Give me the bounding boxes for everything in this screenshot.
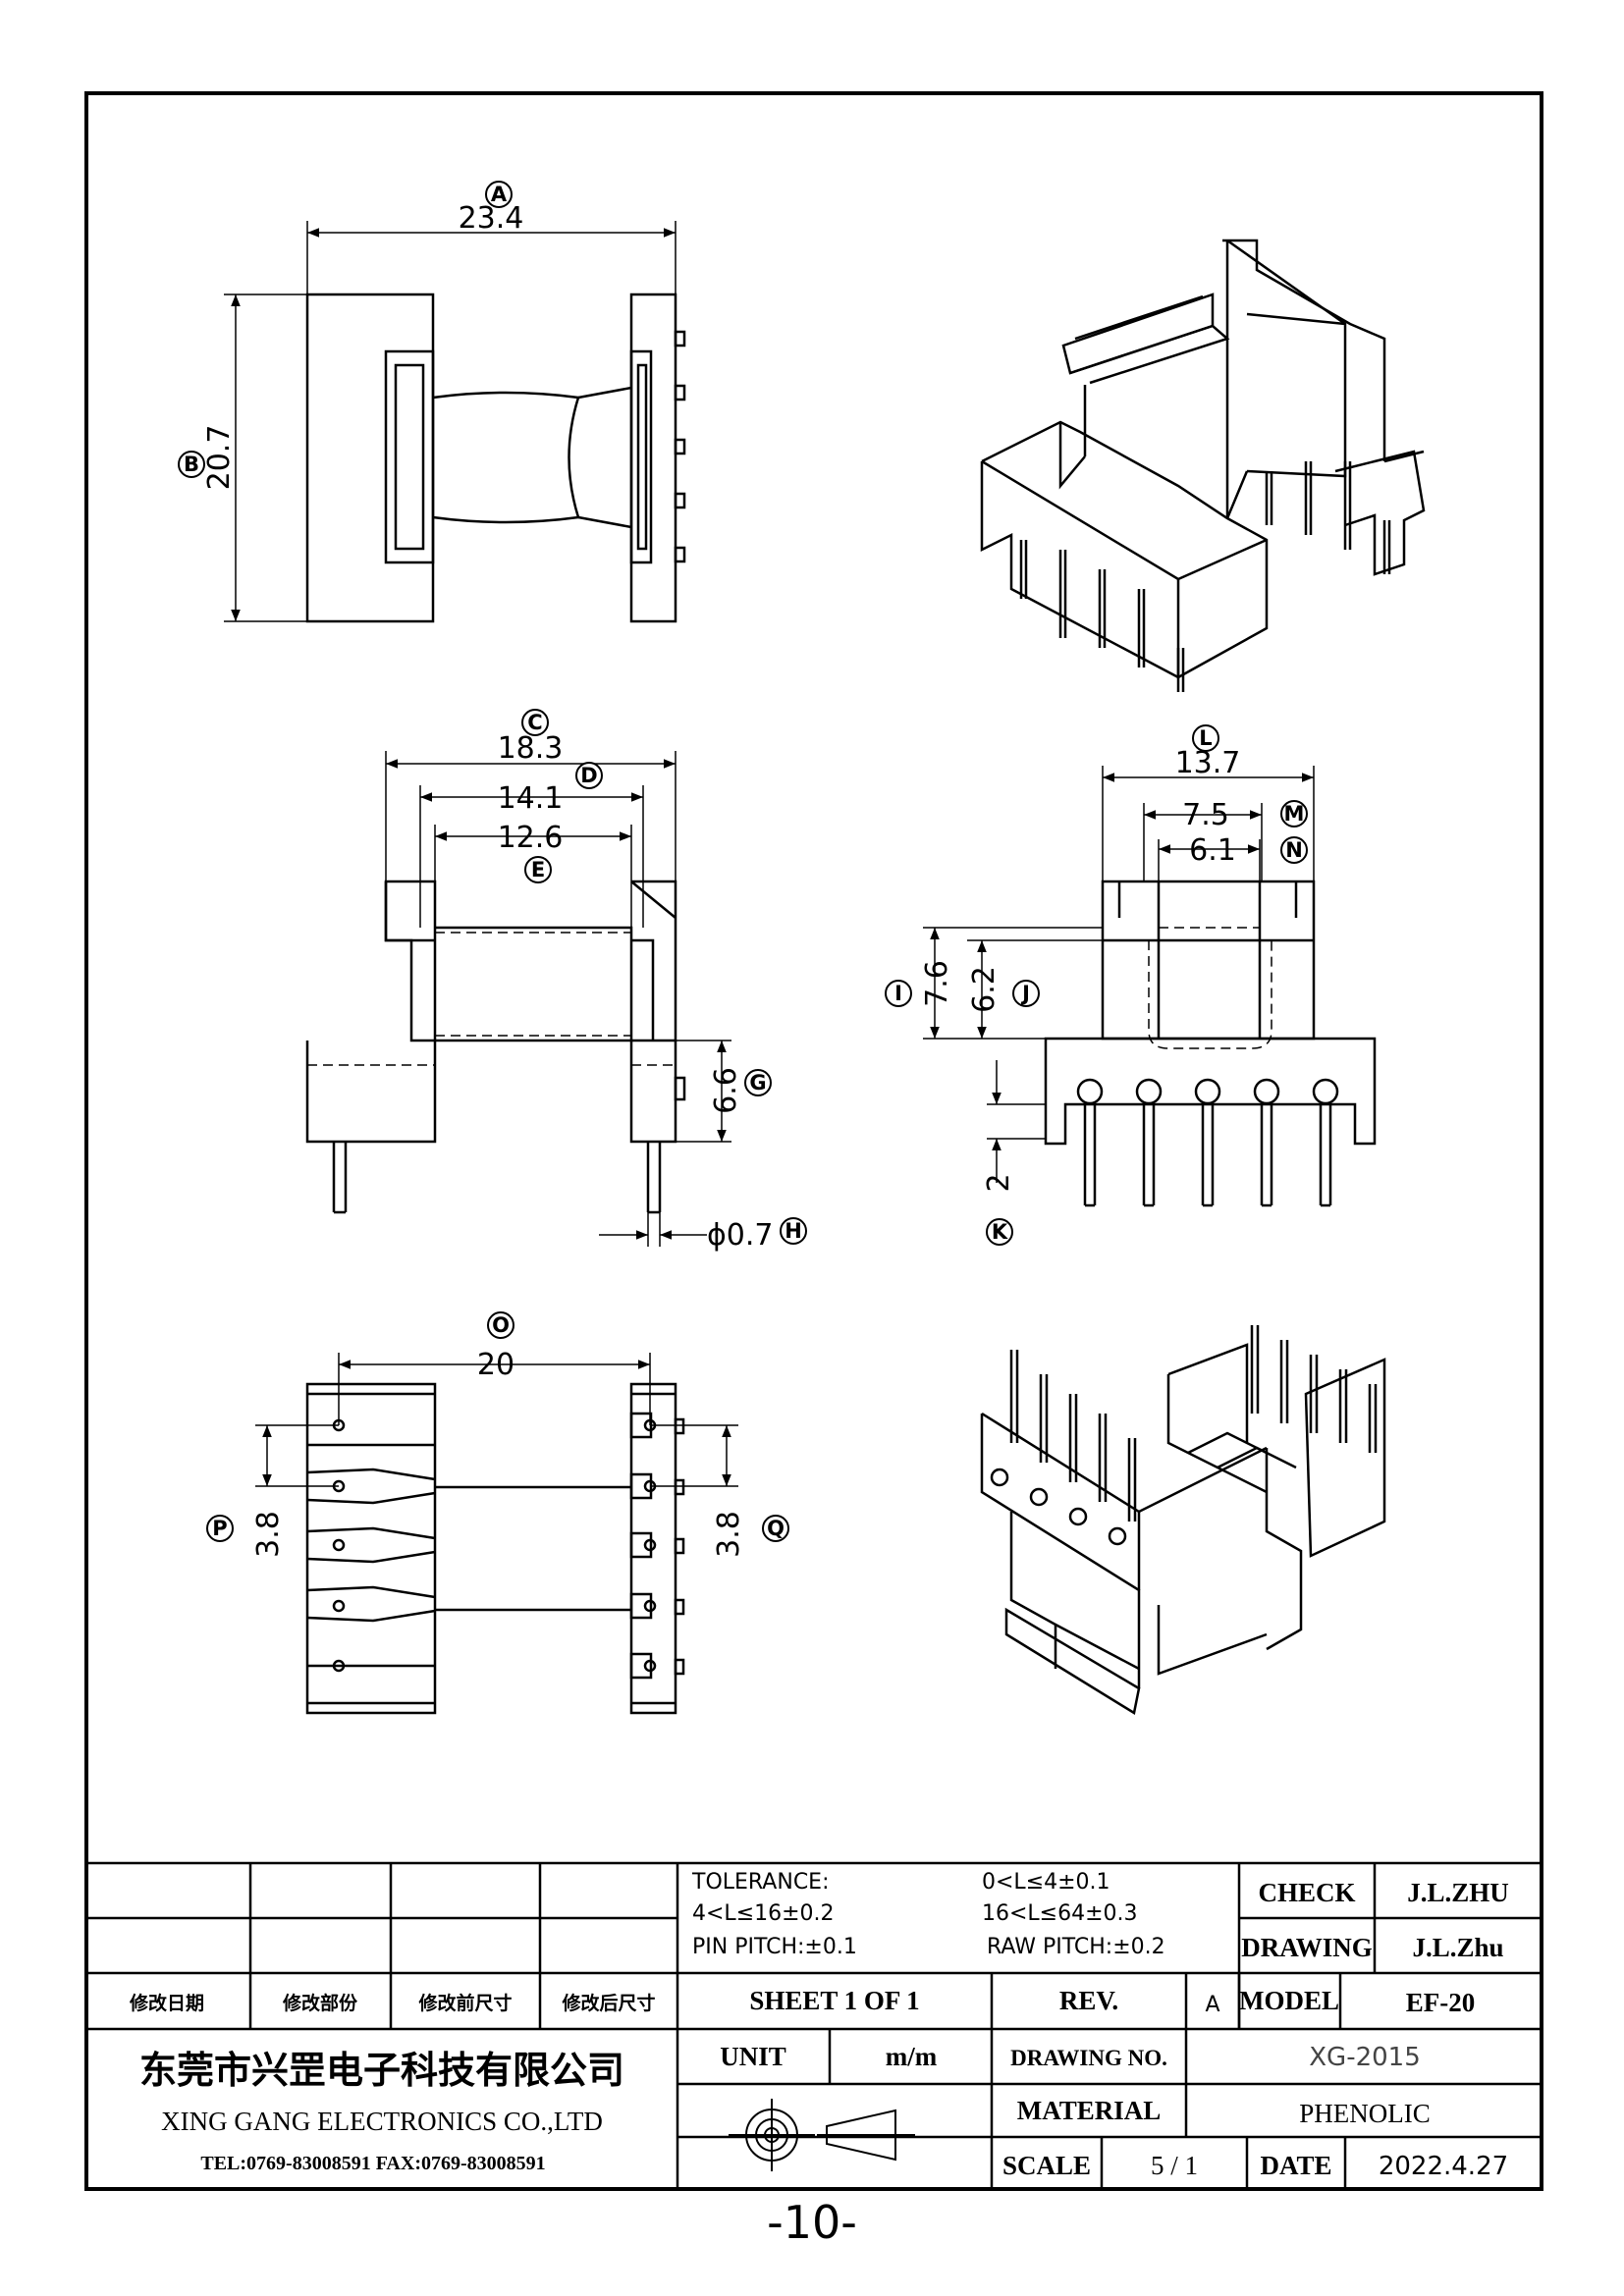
dim-I: I 7.6	[885, 960, 954, 1007]
raw-pitch: RAW PITCH:±0.2	[987, 1935, 1165, 1959]
company-contact: TEL:0769-83008591 FAX:0769-83008591	[200, 2153, 545, 2174]
dim-J: J 6.2	[967, 966, 1040, 1013]
sheet-border	[84, 91, 1543, 2191]
date-label: DATE	[1260, 2151, 1331, 2180]
dim-E: E 12.6	[498, 821, 564, 883]
dim-O: O 20	[477, 1311, 514, 1382]
tolerance-2: 4<L≤16±0.2	[692, 1901, 835, 1926]
tolerance-1: 0<L≤4±0.1	[982, 1870, 1110, 1895]
dim-H: ϕ0.7 H	[707, 1217, 807, 1253]
dim-N: 6.1 N	[1189, 833, 1308, 868]
title-block: 修改日期 修改部份 修改前尺寸 修改后尺寸 TOLERANCE: 0<L≤4±0…	[129, 1870, 1509, 2181]
pin-pitch: PIN PITCH:±0.1	[692, 1935, 857, 1959]
material-label: MATERIAL	[1017, 2096, 1162, 2125]
svg-text:2: 2	[982, 1173, 1016, 1192]
svg-text:P: P	[212, 1517, 227, 1540]
svg-text:B: B	[184, 453, 199, 476]
drawing-value: J.L.Zhu	[1412, 1933, 1503, 1962]
check-value: J.L.ZHU	[1407, 1878, 1509, 1907]
svg-text:N: N	[1285, 838, 1303, 862]
unit-value: m/m	[886, 2042, 938, 2071]
dim-G: G 6.6	[709, 1067, 772, 1114]
revision-header-after: 修改后尺寸	[561, 1992, 655, 2014]
svg-text:3.8: 3.8	[712, 1511, 746, 1558]
dim-M: 7.5 M	[1182, 798, 1308, 832]
svg-text:13.7: 13.7	[1175, 746, 1241, 780]
svg-text:I: I	[894, 982, 902, 1005]
svg-text:L: L	[1199, 726, 1212, 750]
scale-value: 5 / 1	[1151, 2151, 1198, 2180]
revision-header-before: 修改前尺寸	[417, 1992, 512, 2014]
material-value: PHENOLIC	[1299, 2099, 1431, 2128]
svg-text:M: M	[1284, 802, 1305, 826]
svg-text:O: O	[492, 1313, 510, 1337]
rev-label: REV.	[1059, 1986, 1118, 2015]
dim-B: B 20.7	[178, 425, 237, 491]
svg-text:18.3: 18.3	[498, 731, 564, 766]
drawing-label: DRAWING	[1241, 1933, 1373, 1962]
dimension-labels: A 23.4 B 20.7 C 18.3 D 14.1 E 12.6 G 6.6	[178, 181, 1308, 1558]
svg-text:20.7: 20.7	[202, 425, 237, 491]
svg-text:6.1: 6.1	[1189, 833, 1236, 868]
svg-text:E: E	[531, 858, 545, 881]
unit-label: UNIT	[720, 2042, 786, 2071]
svg-text:ϕ0.7: ϕ0.7	[707, 1218, 774, 1253]
company-name-en: XING GANG ELECTRONICS CO.,LTD	[161, 2107, 603, 2136]
svg-text:A: A	[491, 183, 508, 206]
top-view	[224, 221, 686, 623]
svg-text:23.4: 23.4	[459, 201, 524, 236]
iso-view-top	[980, 239, 1426, 692]
svg-text:6.2: 6.2	[967, 966, 1001, 1013]
title-block-grid	[86, 1861, 1542, 2189]
svg-text:20: 20	[477, 1348, 514, 1382]
dim-P: P 3.8	[206, 1511, 286, 1558]
drawing-no-value: XG-2015	[1309, 2043, 1421, 2072]
check-label: CHECK	[1258, 1878, 1355, 1907]
dim-K: 2 K	[982, 1173, 1016, 1246]
svg-text:Q: Q	[767, 1517, 785, 1540]
side-view	[923, 766, 1377, 1207]
svg-text:12.6: 12.6	[498, 821, 564, 855]
revision-header-date: 修改日期	[129, 1992, 204, 2014]
svg-text:D: D	[580, 764, 597, 787]
svg-text:14.1: 14.1	[498, 781, 564, 816]
rev-value: A	[1205, 1993, 1219, 2017]
dim-D: D 14.1	[498, 762, 603, 816]
drawing-no-label: DRAWING NO.	[1010, 2046, 1167, 2070]
page-number: -10-	[767, 2196, 857, 2249]
bottom-view	[255, 1353, 738, 1715]
company-name-cn: 东莞市兴罡电子科技有限公司	[139, 2049, 624, 2092]
dim-L: L 13.7	[1175, 724, 1241, 780]
dim-A: A 23.4	[459, 181, 524, 236]
tolerance-3: 16<L≤64±0.3	[982, 1901, 1138, 1926]
dim-Q: 3.8 Q	[712, 1511, 789, 1558]
revision-header-part: 修改部份	[282, 1992, 358, 2014]
svg-text:C: C	[527, 711, 542, 734]
svg-text:H: H	[785, 1219, 802, 1243]
svg-text:K: K	[992, 1220, 1008, 1244]
tolerance-label: TOLERANCE:	[691, 1870, 830, 1895]
front-view	[305, 751, 731, 1247]
svg-text:7.6: 7.6	[920, 960, 954, 1007]
svg-text:J: J	[1020, 982, 1030, 1005]
scale-label: SCALE	[1002, 2151, 1091, 2180]
sheet-info: SHEET 1 OF 1	[749, 1986, 919, 2015]
projection-symbol-icon	[729, 2099, 915, 2171]
iso-view-bottom	[980, 1325, 1386, 1716]
model-label: MODEL	[1239, 1986, 1339, 2015]
svg-text:6.6: 6.6	[709, 1067, 743, 1114]
svg-text:G: G	[749, 1071, 766, 1095]
dim-C: C 18.3	[498, 709, 564, 766]
model-value: EF-20	[1406, 1988, 1476, 2017]
svg-text:7.5: 7.5	[1182, 798, 1229, 832]
date-value: 2022.4.27	[1379, 2152, 1508, 2181]
svg-text:3.8: 3.8	[251, 1511, 286, 1558]
